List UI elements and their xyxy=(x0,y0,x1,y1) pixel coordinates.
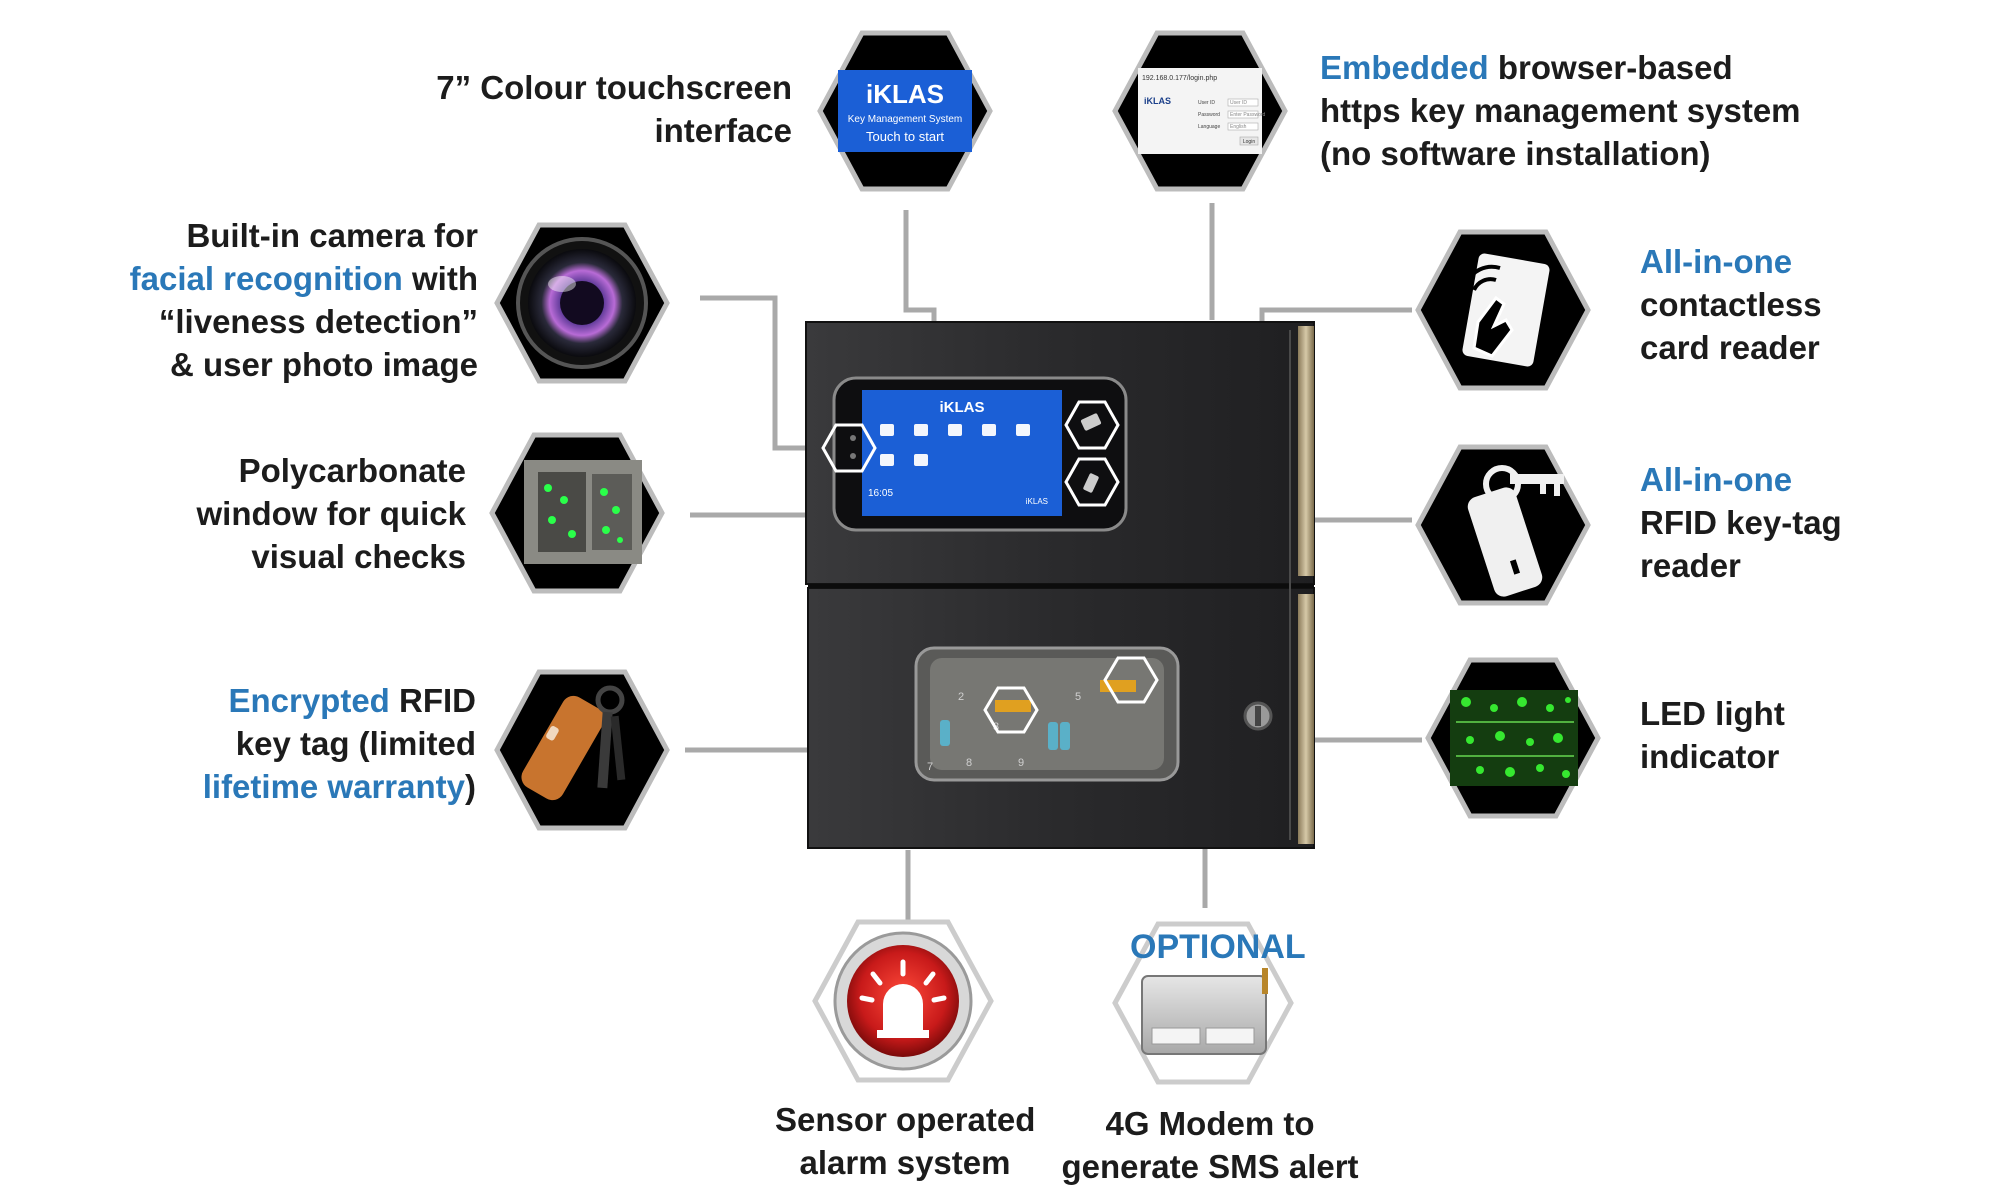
bezel-tag-icon xyxy=(1083,473,1099,493)
drawer-number: 5 xyxy=(1075,691,1081,703)
drawer-number: 9 xyxy=(1018,757,1024,769)
key-tag-label-text: RFID xyxy=(389,682,476,719)
camera-label-line: Built-in camera for xyxy=(186,217,478,254)
alarm-siren-icon xyxy=(812,919,994,1083)
camera-lens-icon xyxy=(494,222,670,384)
key-tag-label-text: ) xyxy=(465,768,476,805)
window-label-line: Polycarbonate xyxy=(238,452,466,489)
key-tag-label-line: key tag (limited xyxy=(235,725,476,762)
contactless-card-icon xyxy=(1415,229,1591,391)
modem-icon xyxy=(1112,921,1294,1085)
browser-field-placeholder: Enter Password xyxy=(1230,112,1266,118)
led-label-line: LED light xyxy=(1640,695,1785,732)
key-tag-label-highlight: lifetime warranty xyxy=(202,768,465,805)
cabinet-touchscreen[interactable]: iKLAS 16:05 iKLAS xyxy=(862,390,1062,516)
camera-label-line: “liveness detection” xyxy=(158,303,478,340)
browser-label-text: browser-based xyxy=(1488,49,1733,86)
browser-label-line: https key management system xyxy=(1320,92,1801,129)
bezel-card-icon xyxy=(1080,413,1102,431)
cabinet-screen-brand-small: iKLAS xyxy=(1026,497,1048,506)
led-hex-marker xyxy=(1103,656,1159,704)
rfid-reader-label-highlight: All-in-one xyxy=(1640,461,1793,498)
cabinet-lock xyxy=(1243,701,1273,731)
browser-field-label: User ID xyxy=(1198,100,1215,106)
rfid-reader-label-line: reader xyxy=(1640,547,1741,584)
browser-login-button: Login xyxy=(1243,139,1255,145)
browser-label-highlight: Embedded xyxy=(1320,49,1489,86)
key-tag-label-highlight: Encrypted xyxy=(228,682,390,719)
touchscreen-label: 7” Colour touchscreen interface xyxy=(436,66,792,152)
touchscreen-icon-subtitle: Key Management System xyxy=(848,114,963,125)
touchscreen-label-line: interface xyxy=(654,112,792,149)
browser-address: 192.168.0.177/login.php xyxy=(1142,75,1217,82)
rfid-reader-label-line: RFID key-tag xyxy=(1640,504,1842,541)
drawer-number: 7 xyxy=(927,761,933,773)
key-tag-label: Encrypted RFID key tag (limited lifetime… xyxy=(203,679,476,808)
window-label-line: window for quick xyxy=(196,495,467,532)
cabinet-hinge-bottom xyxy=(1298,594,1314,844)
touchscreen-label-line: 7” Colour touchscreen xyxy=(436,69,792,106)
browser-field-label: Language xyxy=(1198,124,1220,130)
rfid-key-tag-icon xyxy=(1415,444,1591,606)
browser-field-placeholder: User ID xyxy=(1230,100,1247,106)
alarm-label: Sensor operated alarm system xyxy=(775,1098,1035,1184)
rfid-reader-label: All-in-one RFID key-tag reader xyxy=(1640,458,1842,587)
touchscreen-icon-brand: iKLAS xyxy=(866,79,944,109)
browser-brand: iKLAS xyxy=(1144,96,1171,106)
browser-label: Embedded browser-based https key managem… xyxy=(1320,46,1801,175)
led-indicator-icon xyxy=(1425,657,1601,819)
cabinet-window: 2 3 5 7 8 9 xyxy=(914,646,1180,782)
cabinet-hinge-top xyxy=(1298,326,1314,576)
modem-label-line: 4G Modem to xyxy=(1105,1105,1315,1142)
window-hex-marker xyxy=(983,686,1039,734)
encrypted-key-tag-icon xyxy=(494,669,670,831)
card-reader-label-line: card reader xyxy=(1640,329,1820,366)
optional-badge: OPTIONAL xyxy=(1130,928,1306,966)
browser-field-label: Password xyxy=(1198,112,1220,118)
drawer-number: 2 xyxy=(958,691,964,703)
key-cabinet: iKLAS 16:05 iKLAS xyxy=(805,321,1315,849)
card-reader-label-line: contactless xyxy=(1640,286,1822,323)
card-reader-label: All-in-one contactless card reader xyxy=(1640,240,1822,369)
touchscreen-icon-cta: Touch to start xyxy=(866,129,944,144)
led-label: LED light indicator xyxy=(1640,692,1785,778)
drawer-number: 8 xyxy=(966,757,972,769)
browser-label-line: (no software installation) xyxy=(1320,135,1711,172)
led-label-line: indicator xyxy=(1640,738,1780,775)
modem-label: 4G Modem to generate SMS alert xyxy=(1060,1102,1360,1188)
window-label: Polycarbonate window for quick visual ch… xyxy=(197,449,467,578)
camera-label: Built-in camera for facial recognition w… xyxy=(130,214,478,386)
screen-hex-markers xyxy=(821,400,1120,507)
modem-label-line: generate SMS alert xyxy=(1061,1148,1359,1185)
screen-app-icons xyxy=(880,424,1030,466)
browser-login-icon: 192.168.0.177/login.php iKLAS User ID Pa… xyxy=(1112,30,1288,192)
cabinet-screen-time: 16:05 xyxy=(868,488,893,499)
polycarbonate-window-icon xyxy=(489,432,665,594)
touchscreen-icon: iKLAS Key Management System Touch to sta… xyxy=(817,30,993,192)
alarm-label-line: Sensor operated xyxy=(775,1101,1036,1138)
window-label-line: visual checks xyxy=(251,538,466,575)
camera-label-line: & user photo image xyxy=(169,346,478,383)
browser-field-placeholder: English xyxy=(1230,124,1247,130)
alarm-label-line: alarm system xyxy=(799,1144,1011,1181)
cabinet-screen-brand: iKLAS xyxy=(940,399,985,416)
card-reader-label-highlight: All-in-one xyxy=(1640,243,1793,280)
camera-label-highlight: facial recognition xyxy=(129,260,403,297)
camera-label-text: with xyxy=(402,260,478,297)
